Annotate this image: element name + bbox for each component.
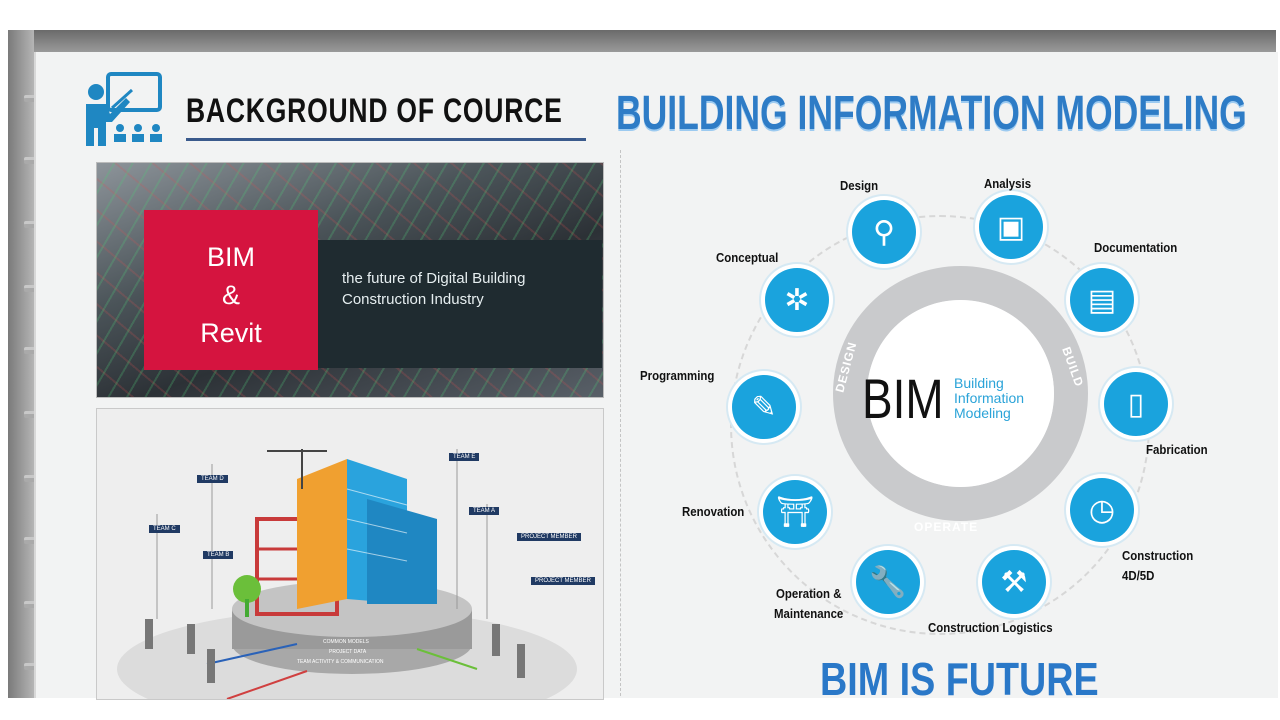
door-icon: ▯ (1104, 372, 1168, 436)
team-a-label: TEAM A (469, 507, 500, 515)
node-label-conceptual: Conceptual (716, 250, 779, 265)
bim-subtitle-line: Modeling (954, 405, 1011, 421)
presenter-icon (86, 72, 162, 146)
bim-revit-box: BIM & Revit (144, 210, 318, 370)
node-label-maintenance: Maintenance (774, 606, 844, 621)
team-b-label: TEAM B (203, 551, 234, 559)
footer-tagline: BIM IS FUTURE (820, 653, 1099, 705)
segment-operate: OPERATE (914, 520, 979, 534)
document-icon: ▤ (1070, 268, 1134, 332)
node-label-design: Design (840, 178, 879, 193)
bim-subtitle-line: Building (954, 375, 1004, 391)
collaboration-illustration: TEAM D TEAM E TEAM C TEAM B TEAM A PROJE… (96, 408, 604, 700)
project-member-label: PROJECT MEMBER (531, 577, 595, 585)
paint-bucket-icon: ⛩ (763, 480, 827, 544)
node-label-construction-4d5d: 4D/5D (1122, 568, 1155, 583)
team-e-label: TEAM E (449, 453, 480, 461)
project-member-label: PROJECT MEMBER (517, 533, 581, 541)
node-label-renovation: Renovation (682, 504, 745, 519)
card-title-line2: & (221, 280, 240, 310)
bim-center-title: BIM (862, 367, 944, 430)
node-label-analysis: Analysis (984, 176, 1032, 191)
document-pen-icon: ✎ (732, 375, 796, 439)
card-title-line3: Revit (200, 318, 262, 348)
node-label-construction: Construction (1122, 548, 1194, 563)
crane-icon: ⚒ (982, 550, 1046, 614)
base-label: COMMON MODELS (323, 639, 369, 645)
notebook-top-binding (8, 30, 1276, 52)
node-label-logistics: Construction Logistics (928, 620, 1053, 635)
headline: BUILDING INFORMATION MODELING (616, 87, 1247, 140)
base-label: PROJECT DATA (329, 649, 367, 655)
bim-center-subtitle: Building Information Modeling (954, 376, 1024, 421)
card-tagline: the future of Digital Building Construct… (318, 240, 602, 368)
search-icon: ⚲ (852, 200, 916, 264)
column-divider (620, 150, 621, 696)
bim-center (867, 300, 1054, 487)
wrench-icon: 🔧 (856, 550, 920, 614)
node-label-fabrication: Fabrication (1146, 442, 1208, 457)
base-label: TEAM ACTIVITY & COMMUNICATION (297, 659, 384, 665)
notebook-left-binding (8, 30, 34, 698)
card-title-line1: BIM (206, 242, 255, 272)
node-label-programming: Programming (640, 368, 715, 383)
clock-dollar-icon: ◷ (1070, 478, 1134, 542)
node-label-documentation: Documentation (1094, 240, 1178, 255)
cube-icon: ▣ (979, 195, 1043, 259)
team-c-label: TEAM C (149, 525, 180, 533)
network-icon: ✲ (765, 268, 829, 332)
bim-subtitle-line: Information (954, 390, 1025, 406)
title-underline (186, 138, 586, 141)
page-title: BACKGROUND OF COURCE (186, 92, 563, 130)
building-illustration (117, 449, 577, 699)
node-label-operation: Operation & (776, 586, 842, 601)
team-d-label: TEAM D (197, 475, 228, 483)
